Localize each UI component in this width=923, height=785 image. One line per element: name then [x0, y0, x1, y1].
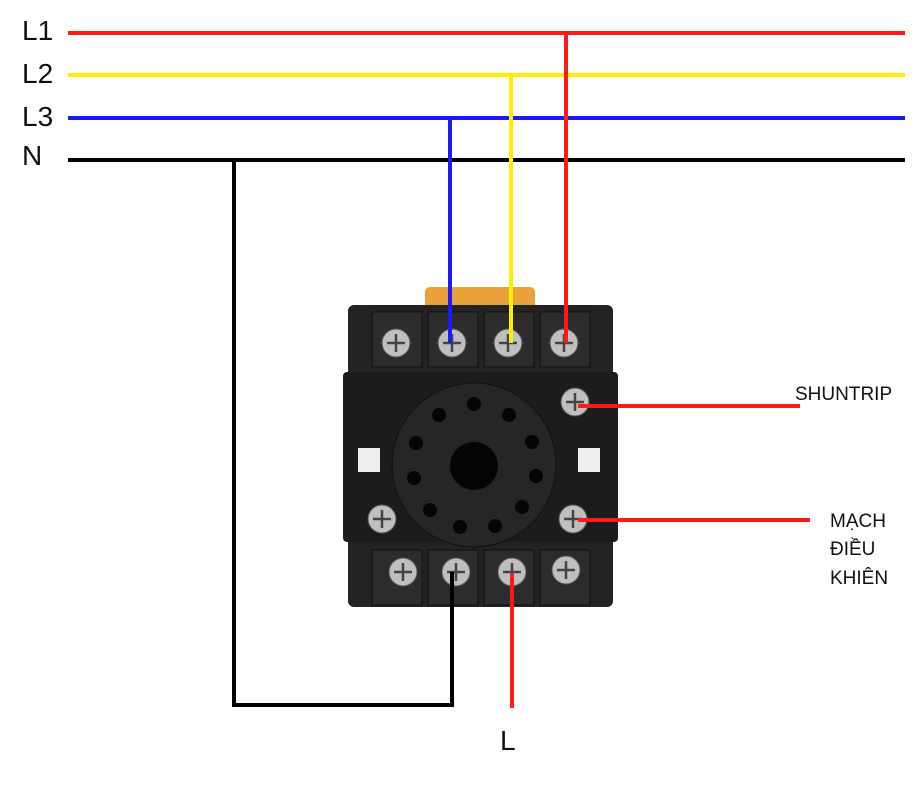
screw-top-3: [493, 328, 523, 358]
label-control-line-2: ĐIỀU: [830, 539, 876, 560]
label-l2: L2: [22, 58, 54, 89]
screw-bottom-1: [388, 557, 418, 587]
label-control-line-3: KHIÊN: [830, 568, 889, 589]
label-shuntrip: SHUNTRIP: [795, 384, 893, 405]
screw-right-upper: [560, 387, 590, 417]
label-l-output: L: [500, 725, 516, 756]
screw-top-1: [381, 328, 411, 358]
screw-bottom-2: [441, 557, 471, 587]
label-control-line-1: MẠCH: [830, 511, 886, 532]
screw-left-lower: [367, 504, 397, 534]
label-l3: L3: [22, 101, 54, 132]
neutral-loop-wire: [232, 160, 454, 707]
label-l1: L1: [22, 15, 54, 46]
screw-right-lower: [558, 504, 588, 534]
relay-socket: [343, 287, 618, 607]
screw-bottom-4: [551, 555, 581, 585]
label-n: N: [22, 140, 43, 171]
